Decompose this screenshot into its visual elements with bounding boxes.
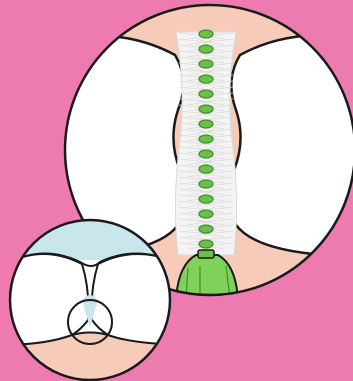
- brush-wire-bead: [199, 135, 213, 143]
- brush-wire-bead: [199, 75, 213, 83]
- brush-wire-bead: [199, 45, 213, 53]
- brush-neck: [198, 250, 214, 258]
- brush-wire-bead: [199, 105, 213, 113]
- brush-wire-bead: [199, 225, 213, 233]
- brush-wire-bead: [199, 150, 213, 158]
- brush-wire-bead: [199, 30, 213, 38]
- brush-wire-bead: [199, 165, 213, 173]
- brush-wire-bead: [199, 60, 213, 68]
- inset-left-tooth: [10, 254, 88, 345]
- brush-wire-bead: [199, 195, 213, 203]
- brush-wire-bead: [199, 120, 213, 128]
- brush-wire-bead: [199, 210, 213, 218]
- brush-wire-bead: [199, 180, 213, 188]
- brush-wire-bead: [199, 240, 213, 248]
- brush-wire-bead: [199, 90, 213, 98]
